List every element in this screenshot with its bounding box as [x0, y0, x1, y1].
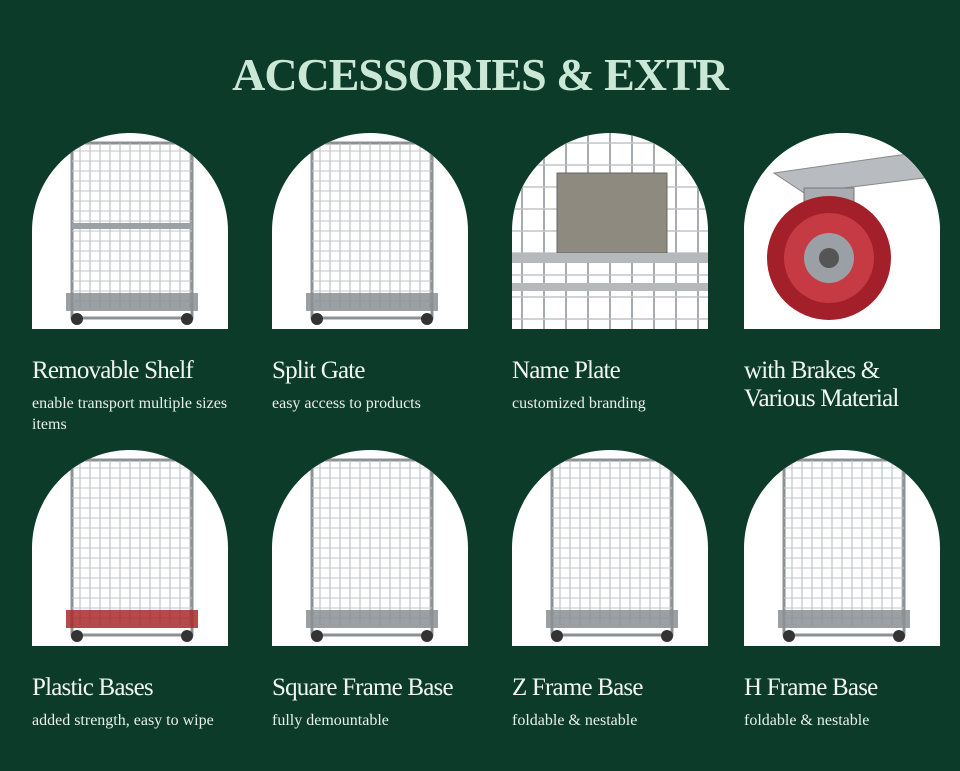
accessory-card: Split Gate easy access to products	[272, 133, 468, 414]
product-image	[744, 450, 940, 646]
accessory-description: customized branding	[512, 395, 646, 412]
product-image	[272, 450, 468, 646]
accessory-card: with Brakes & Various Material	[744, 133, 940, 413]
accessory-description: foldable & nestable	[512, 712, 638, 729]
accessory-name: Split Gate	[272, 357, 365, 384]
accessory-description: enable transport multiple sizes items	[32, 395, 228, 433]
page-title: ACCESSORIES & EXTR	[232, 49, 729, 100]
accessory-name: H Frame Base	[744, 674, 878, 701]
product-image	[744, 133, 940, 329]
accessory-card: Removable Shelf enable transport multiple…	[32, 133, 228, 435]
accessory-card: Square Frame Base fully demountable	[272, 450, 468, 731]
accessory-card: Plastic Bases added strength, easy to wip…	[32, 450, 228, 731]
accessory-name: Removable Shelf	[32, 357, 194, 384]
product-image	[512, 133, 708, 329]
accessory-description: added strength, easy to wipe	[32, 712, 214, 729]
accessory-description: easy access to products	[272, 395, 421, 412]
product-image	[32, 133, 228, 329]
accessory-name: Name Plate	[512, 357, 621, 384]
product-image	[32, 450, 228, 646]
accessory-description: fully demountable	[272, 712, 389, 729]
product-image	[272, 133, 468, 329]
accessory-card: Name Plate customized branding	[512, 133, 708, 414]
accessory-card: Z Frame Base foldable & nestable	[512, 450, 708, 731]
accessory-name: Square Frame Base	[272, 674, 454, 701]
accessory-name: with Brakes & Various Material	[744, 357, 899, 412]
product-image	[512, 450, 708, 646]
accessory-description: foldable & nestable	[744, 712, 870, 729]
accessory-name: Plastic Bases	[32, 674, 154, 701]
accessory-name: Z Frame Base	[512, 674, 643, 701]
accessory-card: H Frame Base foldable & nestable	[744, 450, 940, 731]
